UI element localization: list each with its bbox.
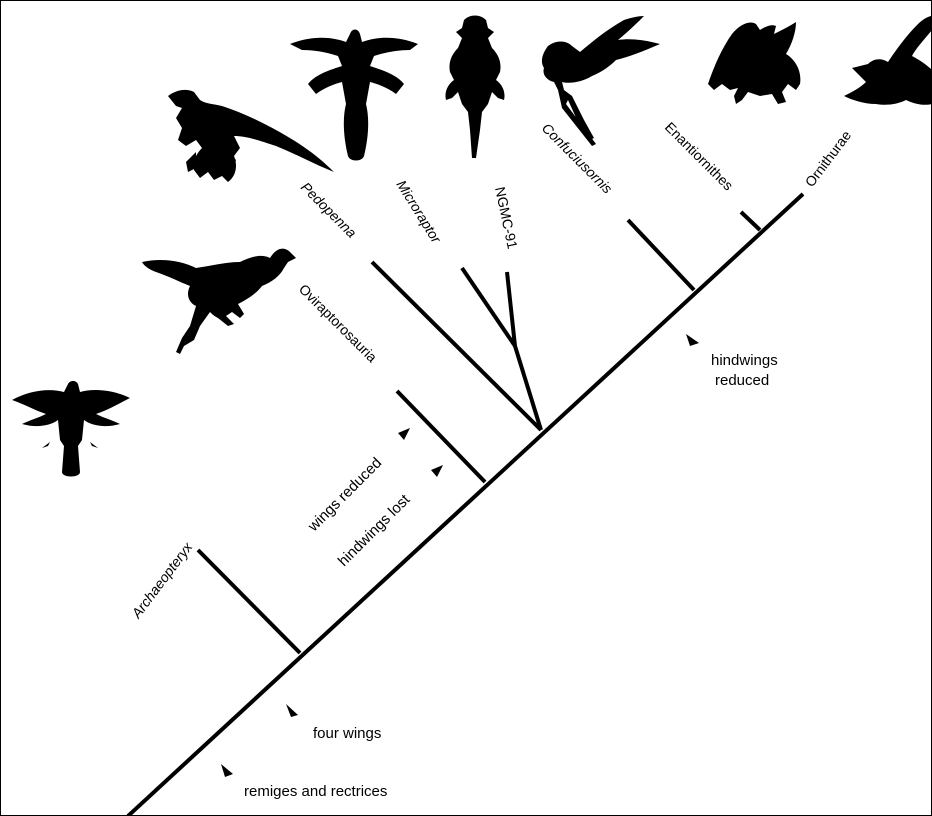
arrowhead-hindwings-reduced-icon bbox=[686, 334, 699, 346]
note-hindwings-reduced-line2: reduced bbox=[715, 372, 769, 389]
label-ngmc91: NGMC-91 bbox=[492, 185, 521, 250]
label-confuciusornis: Confuciusornis bbox=[539, 120, 616, 197]
archaeopteryx-silhouette-icon bbox=[12, 381, 130, 477]
branch-confuciusornis bbox=[628, 220, 694, 290]
arrowhead-remiges-icon bbox=[221, 764, 233, 777]
label-enantiornithes: Enantiornithes bbox=[662, 119, 737, 194]
oviraptorosaur-silhouette-icon bbox=[142, 249, 296, 354]
note-remiges-rectrices: remiges and rectrices bbox=[244, 783, 387, 800]
character-annotations: remiges and rectrices four wings wings r… bbox=[221, 334, 778, 800]
arrowhead-hindwings-lost-icon bbox=[431, 465, 443, 477]
note-hindwings-reduced-line1: hindwings bbox=[711, 352, 778, 369]
microraptor-silhouette-icon bbox=[290, 30, 418, 161]
label-archaeopteryx: Archaeopteryx bbox=[128, 538, 196, 621]
enantiornithes-silhouette-icon bbox=[708, 22, 800, 104]
note-four-wings: four wings bbox=[313, 725, 381, 742]
label-pedopenna: Pedopenna bbox=[298, 179, 360, 241]
label-oviraptorosauria: Oviraptorosauria bbox=[296, 281, 381, 366]
confuciusornis-silhouette-icon bbox=[542, 16, 660, 146]
label-ornithurae: Ornithurae bbox=[802, 127, 855, 190]
taxon-labels: Archaeopteryx Oviraptorosauria Pedopenna… bbox=[128, 119, 855, 622]
branch-enantiornithes bbox=[741, 212, 760, 230]
ngmc91-silhouette-icon bbox=[445, 16, 504, 159]
arrowhead-wings-reduced-icon bbox=[398, 428, 410, 440]
arrowhead-four-wings-icon bbox=[286, 704, 298, 717]
ornithurae-silhouette-icon bbox=[844, 16, 932, 105]
branch-archaeopteryx bbox=[198, 550, 300, 653]
label-microraptor: Microraptor bbox=[393, 177, 445, 247]
pedopenna-silhouette-icon bbox=[168, 90, 334, 182]
